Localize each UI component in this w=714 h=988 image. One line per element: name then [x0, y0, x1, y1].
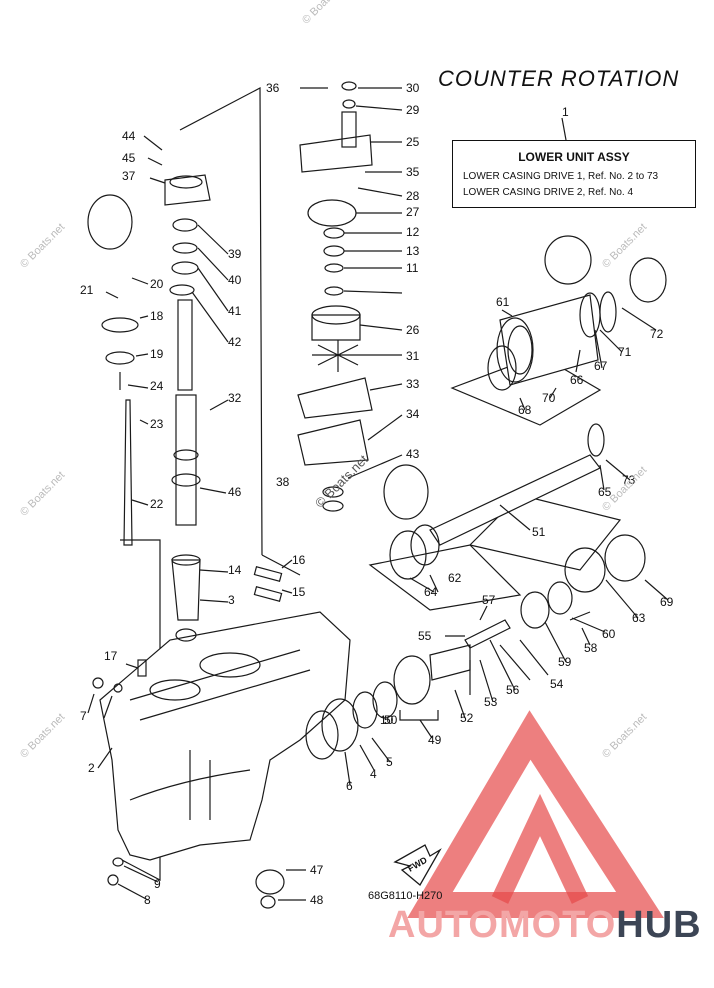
part-label-57: 57: [482, 593, 496, 607]
brand-part-1: AUTOMOTO: [388, 904, 617, 946]
part-label-60: 60: [602, 627, 616, 641]
part-label-1: 1: [562, 105, 569, 119]
part-label-21: 21: [80, 283, 94, 297]
part-label-69: 69: [660, 595, 674, 609]
part-label-70: 70: [542, 391, 556, 405]
part-label-20: 20: [150, 277, 164, 291]
part-label-26: 26: [406, 323, 420, 337]
part-label-47: 47: [310, 863, 324, 877]
part-label-71: 71: [618, 345, 632, 359]
part-label-45: 45: [122, 151, 136, 165]
reference-line-1: LOWER CASING DRIVE 1, Ref. No. 2 to 73: [463, 171, 659, 182]
part-label-66: 66: [570, 373, 584, 387]
part-label-58: 58: [584, 641, 598, 655]
fwd-arrow-icon: [393, 844, 442, 886]
brand-wordmark: AUTOMOTOHUB: [388, 904, 702, 947]
reference-box: LOWER UNIT ASSY LOWER CASING DRIVE 1, Re…: [452, 140, 696, 208]
part-label-32: 32: [228, 391, 242, 405]
part-label-55: 55: [418, 629, 432, 643]
part-label-49: 49: [428, 733, 442, 747]
part-label-19: 19: [150, 347, 164, 361]
part-label-42: 42: [228, 335, 242, 349]
part-label-34: 34: [406, 407, 420, 421]
part-label-9: 9: [154, 877, 161, 891]
part-label-52: 52: [460, 711, 474, 725]
part-label-56: 56: [506, 683, 520, 697]
part-label-4: 4: [370, 767, 377, 781]
part-label-18: 18: [150, 309, 164, 323]
part-label-14: 14: [228, 563, 242, 577]
part-label-41: 41: [228, 304, 242, 318]
tool-callout-icon: [87, 194, 592, 520]
part-label-36: 36: [266, 81, 280, 95]
part-label-10: 10: [380, 713, 394, 727]
part-label-72: 72: [650, 327, 664, 341]
part-label-13: 13: [406, 244, 420, 258]
part-label-11: 11: [406, 261, 419, 275]
part-label-12: 12: [406, 225, 420, 239]
part-label-53: 53: [484, 695, 498, 709]
part-label-31: 31: [406, 349, 420, 363]
part-label-8: 8: [144, 893, 151, 907]
part-label-44: 44: [122, 129, 136, 143]
part-label-64: 64: [424, 585, 438, 599]
part-label-73: 73: [622, 473, 636, 487]
part-label-15: 15: [292, 585, 306, 599]
part-label-63: 63: [632, 611, 646, 625]
part-label-7: 7: [80, 709, 87, 723]
part-number-labels: 1234567891011121314151617181920212223242…: [80, 81, 674, 907]
part-label-16: 16: [292, 553, 306, 567]
part-label-59: 59: [558, 655, 572, 669]
part-label-33: 33: [406, 377, 420, 391]
part-label-2: 2: [88, 761, 95, 775]
part-label-22: 22: [150, 497, 164, 511]
part-label-28: 28: [406, 189, 420, 203]
part-label-65: 65: [598, 485, 612, 499]
part-label-25: 25: [406, 135, 420, 149]
brand-logo-icon: [407, 710, 664, 918]
part-label-38: 38: [276, 475, 290, 489]
diagram-title: COUNTER ROTATION: [438, 66, 680, 91]
part-label-5: 5: [386, 755, 393, 769]
part-label-37: 37: [122, 169, 136, 183]
reference-line-2: LOWER CASING DRIVE 2, Ref. No. 4: [463, 187, 634, 198]
part-label-27: 27: [406, 205, 420, 219]
part-label-39: 39: [228, 247, 242, 261]
part-label-40: 40: [228, 273, 242, 287]
drawing-code: 68G8110-H270: [368, 890, 443, 902]
part-label-43: 43: [406, 447, 420, 461]
part-label-29: 29: [406, 103, 420, 117]
reference-heading: LOWER UNIT ASSY: [518, 150, 630, 164]
part-label-6: 6: [346, 779, 353, 793]
part-label-54: 54: [550, 677, 564, 691]
part-label-46: 46: [228, 485, 242, 499]
part-label-17: 17: [104, 649, 118, 663]
brand-part-2: HUB: [616, 904, 702, 946]
part-label-30: 30: [406, 81, 420, 95]
part-label-35: 35: [406, 165, 420, 179]
part-label-24: 24: [150, 379, 164, 393]
part-label-68: 68: [518, 403, 532, 417]
part-label-23: 23: [150, 417, 164, 431]
part-label-50: 50: [384, 713, 398, 727]
part-label-48: 48: [310, 893, 324, 907]
part-label-61: 61: [496, 295, 510, 309]
part-label-3: 3: [228, 593, 235, 607]
part-label-67: 67: [594, 359, 608, 373]
part-label-62: 62: [448, 571, 462, 585]
lower-casing: [99, 611, 351, 861]
part-label-51: 51: [532, 525, 546, 539]
